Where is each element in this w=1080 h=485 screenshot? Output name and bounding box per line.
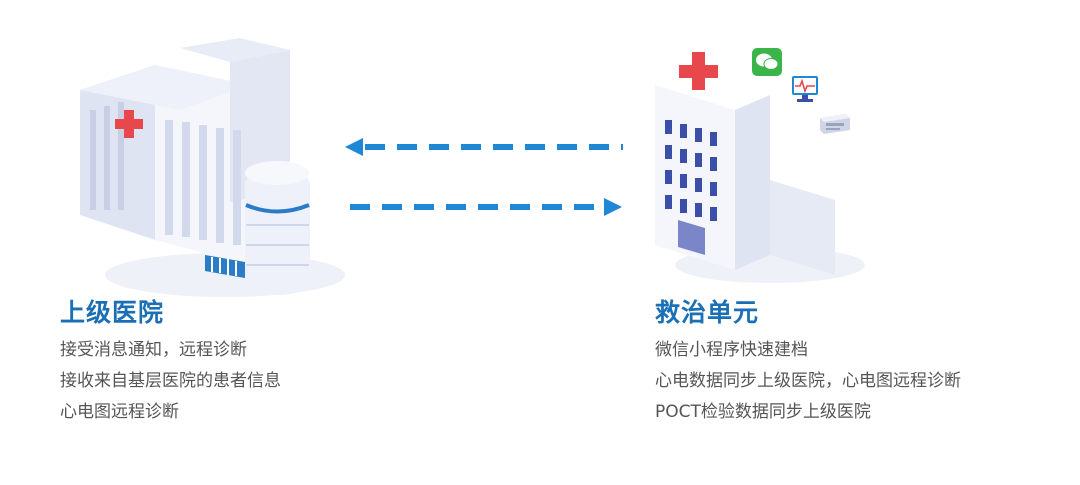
printer-icon xyxy=(820,114,850,134)
superior-hospital-illustration xyxy=(80,38,345,297)
wechat-icon xyxy=(752,48,782,76)
superior-hospital-line-1: 接受消息通知，远程诊断 xyxy=(60,340,247,360)
monitor-ecg-icon xyxy=(792,76,818,102)
treatment-unit-description: 微信小程序快速建档 心电数据同步上级医院，心电图远程诊断 POCT检验数据同步上… xyxy=(655,335,961,428)
treatment-unit-title: 救治单元 xyxy=(655,298,760,327)
treatment-unit-line-3: POCT检验数据同步上级医院 xyxy=(655,402,871,422)
arrow-right xyxy=(350,198,622,216)
superior-hospital-title: 上级医院 xyxy=(60,298,165,327)
treatment-unit-line-1: 微信小程序快速建档 xyxy=(655,340,808,360)
superior-hospital-line-2: 接收来自基层医院的患者信息 xyxy=(60,371,281,391)
arrow-left xyxy=(345,138,623,156)
superior-hospital-description: 接受消息通知，远程诊断 接收来自基层医院的患者信息 心电图远程诊断 xyxy=(60,335,281,428)
treatment-unit-line-2: 心电数据同步上级医院，心电图远程诊断 xyxy=(655,371,961,391)
superior-hospital-line-3: 心电图远程诊断 xyxy=(60,402,179,422)
treatment-unit-illustration xyxy=(655,52,865,283)
